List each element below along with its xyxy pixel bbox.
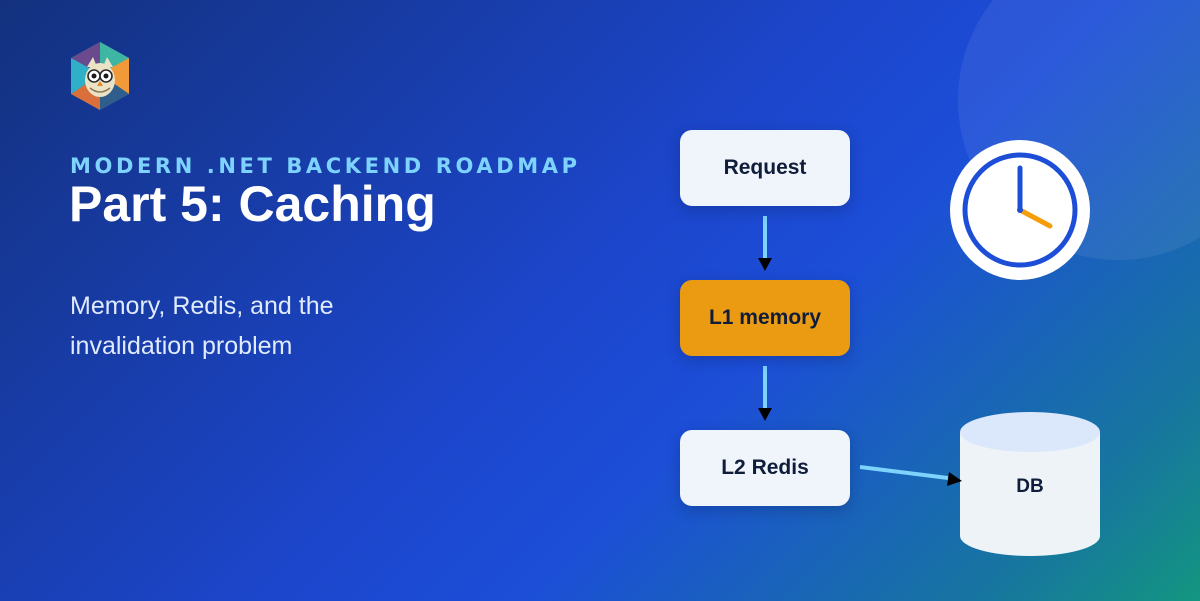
node-db-label: DB — [1016, 476, 1044, 497]
node-l1-memory-label: L1 memory — [708, 306, 822, 329]
owl-badge-icon — [71, 42, 129, 110]
page-title: Part 5: Caching — [69, 176, 436, 232]
edge-request-to-l1 — [758, 216, 772, 271]
node-l1-memory: L1 memory — [680, 280, 850, 356]
database-cylinder-icon — [960, 412, 1100, 556]
edge-l1-to-l2 — [758, 366, 772, 421]
node-request-label: Request — [723, 156, 807, 179]
clock-icon — [950, 140, 1090, 280]
series-eyebrow: MODERN .NET BACKEND ROADMAP — [70, 154, 581, 178]
node-request: Request — [680, 130, 850, 206]
node-l2-redis-label: L2 Redis — [721, 456, 809, 479]
node-l2-redis: L2 Redis — [680, 430, 850, 506]
edge-l2-to-db — [859, 465, 962, 486]
subtitle: Memory, Redis, and the invalidation prob… — [70, 292, 334, 360]
